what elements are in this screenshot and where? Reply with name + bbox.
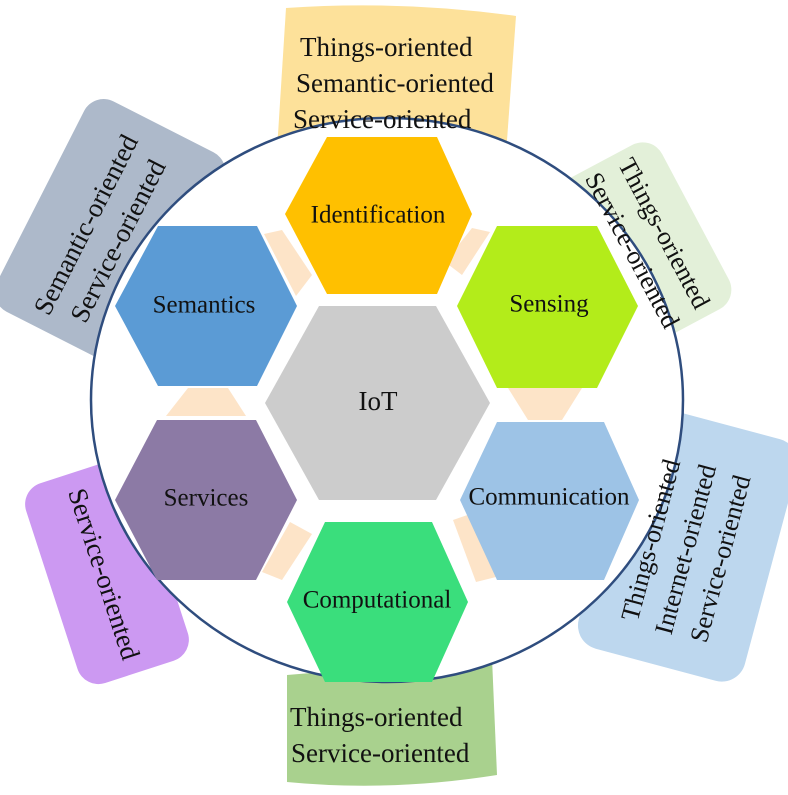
tab-top-left: [0, 99, 226, 365]
tab-top-text: Things-oriented Semantic-oriented Servic…: [293, 32, 494, 134]
tab-top-line-1: Things-oriented: [300, 32, 473, 62]
tab-top-line-2: Semantic-oriented: [296, 68, 494, 98]
tab-bottom-line-1: Things-oriented: [290, 702, 463, 732]
label-sensing: Sensing: [509, 291, 589, 318]
connectors: [166, 228, 582, 582]
label-communication: Communication: [468, 484, 630, 511]
tab-bottom: [287, 658, 497, 786]
label-iot: IoT: [359, 386, 398, 416]
connector-computational-services: [262, 522, 312, 580]
hexagon-center: [265, 306, 490, 500]
label-semantics: Semantics: [153, 292, 256, 319]
hexagon-communication: [460, 422, 639, 580]
tab-bottom-text: Things-oriented Service-oriented: [290, 702, 470, 768]
connector-services-semantics: [166, 388, 246, 416]
hexagon-semantics: [115, 226, 297, 386]
tab-top-right: [560, 142, 732, 344]
connector-identification-sensing: [445, 228, 490, 275]
hexagon-sensing: [457, 226, 638, 388]
label-services: Services: [164, 485, 249, 512]
connector-sensing-communication: [508, 388, 582, 420]
tab-top-line-3: Service-oriented: [293, 104, 472, 134]
label-identification: Identification: [311, 202, 446, 229]
connector-communication-computational: [453, 512, 500, 582]
hexagon-identification: [285, 137, 472, 294]
hexagon-computational: [287, 522, 468, 682]
label-computational: Computational: [303, 587, 452, 614]
hexagon-services: [115, 420, 297, 580]
tab-bottom-line-2: Service-oriented: [291, 738, 470, 768]
connector-semantics-identification: [264, 230, 312, 296]
